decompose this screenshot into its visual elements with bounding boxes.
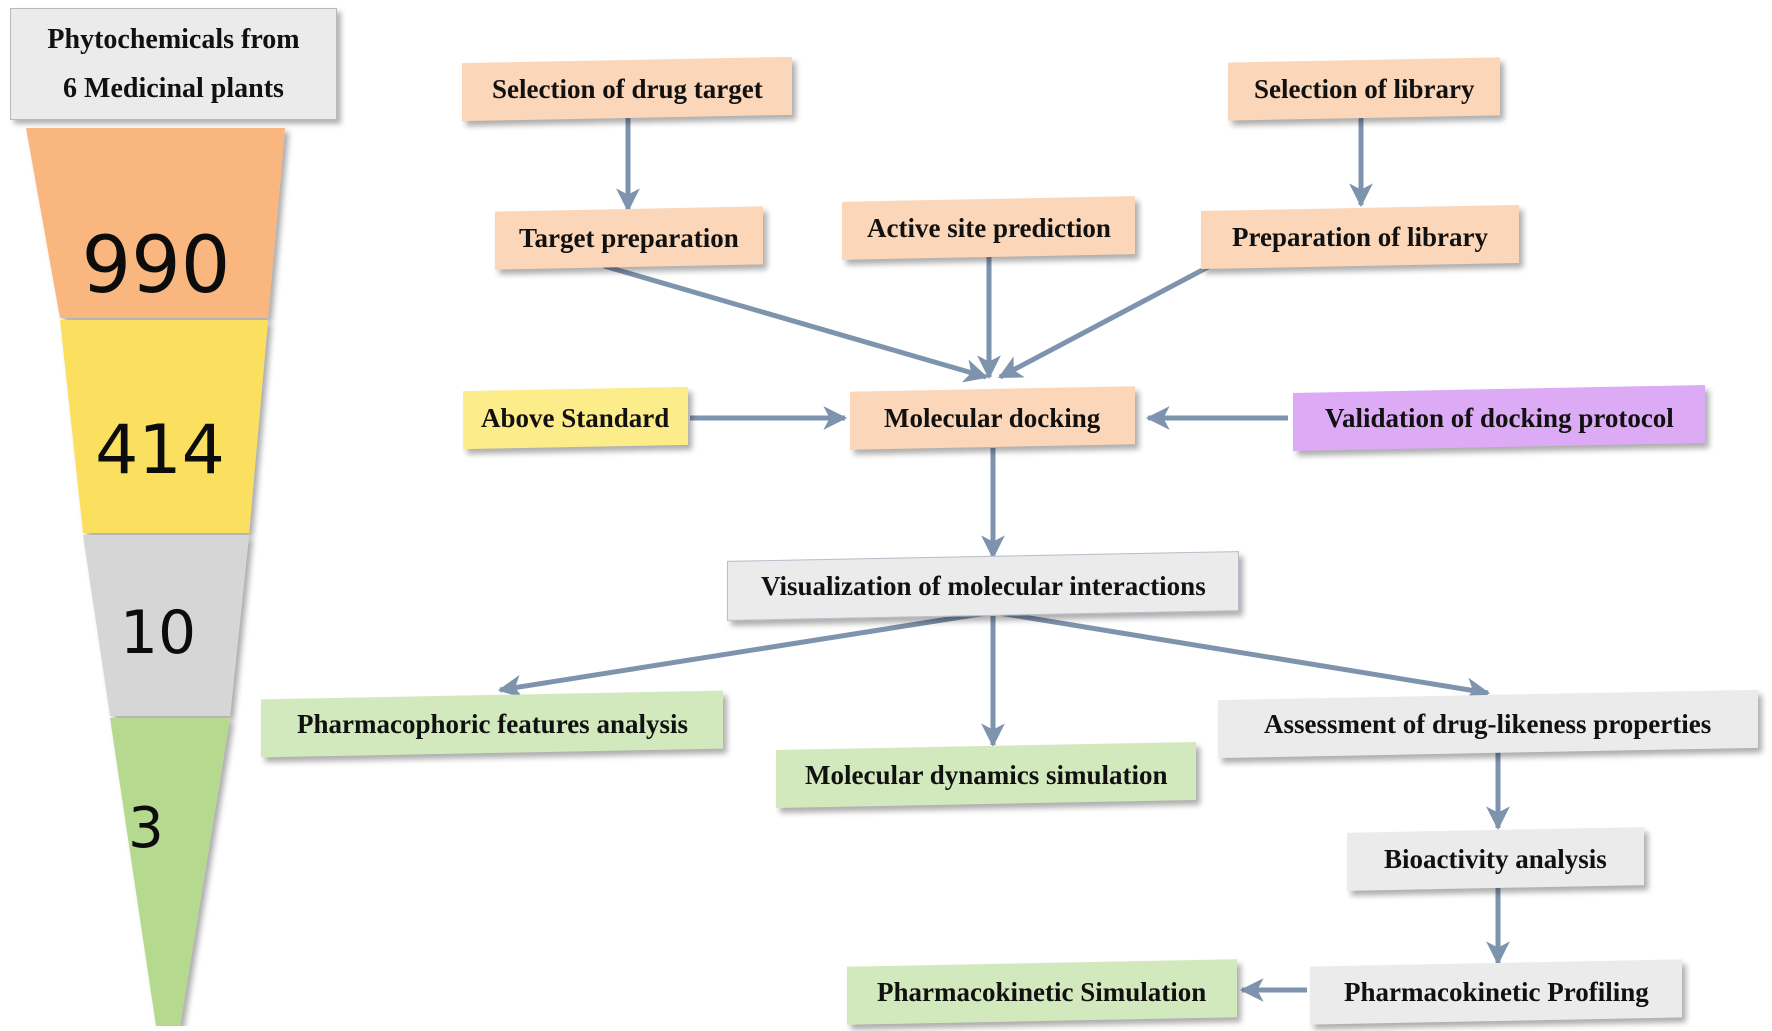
node-target-preparation[interactable]: Target preparation [495,206,763,270]
node-preparation-of-library[interactable]: Preparation of library [1201,204,1519,270]
funnel-stage-10 [83,535,249,716]
node-selection-of-drug-target[interactable]: Selection of drug target [462,56,792,122]
node-molecular-dynamics-simulation[interactable]: Molecular dynamics simulation [776,741,1196,809]
edge-targetprep-to-docking [603,263,989,383]
node-active-site-prediction[interactable]: Active site prediction [842,196,1135,260]
node-assessment-of-drug-likeness-properties[interactable]: Assessment of drug-likeness properties [1218,689,1758,759]
node-label: Molecular docking [884,402,1101,433]
node-label: Preparation of library [1232,221,1488,252]
node-pharmacokinetic-simulation[interactable]: Pharmacokinetic Simulation [847,959,1237,1025]
funnel-chart: Phytochemicals from 6 Medicinal plants 9… [8,6,348,1031]
node-label: Pharmacokinetic Simulation [877,976,1207,1007]
funnel-title-line-2: 6 Medicinal plants [63,73,284,104]
node-above-standard[interactable]: Above Standard [463,386,688,450]
node-pharmacophoric-features-analysis[interactable]: Pharmacophoric features analysis [261,690,723,758]
node-label: Pharmacokinetic Profiling [1343,976,1649,1007]
node-label: Selection of drug target [491,73,763,104]
node-visualization-of-molecular-interactions[interactable]: Visualization of molecular interactions [727,551,1239,621]
node-label: Visualization of molecular interactions [760,570,1206,601]
node-label: Active site prediction [866,212,1111,243]
funnel-shape [26,128,285,1026]
edge-visualization-to-assessment [992,609,1491,702]
node-label: Assessment of drug-likeness properties [1264,708,1712,739]
node-bioactivity-analysis[interactable]: Bioactivity analysis [1347,827,1644,891]
edge-visualization-to-pharmacophoric [497,609,994,699]
node-selection-of-library[interactable]: Selection of library [1228,57,1500,121]
node-label: Pharmacophoric features analysis [296,708,688,739]
node-label: Molecular dynamics simulation [804,759,1168,790]
node-validation-of-docking-protocol[interactable]: Validation of docking protocol [1293,385,1705,451]
funnel-value-990: 990 [81,221,231,311]
node-molecular-docking[interactable]: Molecular docking [850,386,1135,450]
funnel-value-414: 414 [95,411,225,490]
edge-preplibrary-to-docking [998,263,1212,380]
node-pharmacokinetic-profiling[interactable]: Pharmacokinetic Profiling [1310,959,1682,1025]
funnel-stage-414 [60,320,268,533]
funnel-stage-3 [110,718,230,1026]
funnel-value-10: 10 [119,598,197,668]
node-label: Target preparation [519,222,739,253]
node-label: Above Standard [481,402,670,433]
funnel-stage-990 [26,128,285,318]
node-label: Validation of docking protocol [1324,402,1674,433]
funnel-title-line-1: Phytochemicals from [47,24,300,55]
funnel-title-box: Phytochemicals from 6 Medicinal plants [10,8,337,120]
node-label: Bioactivity analysis [1384,843,1607,874]
node-label: Selection of library [1253,73,1475,104]
funnel-value-3: 3 [128,796,164,861]
